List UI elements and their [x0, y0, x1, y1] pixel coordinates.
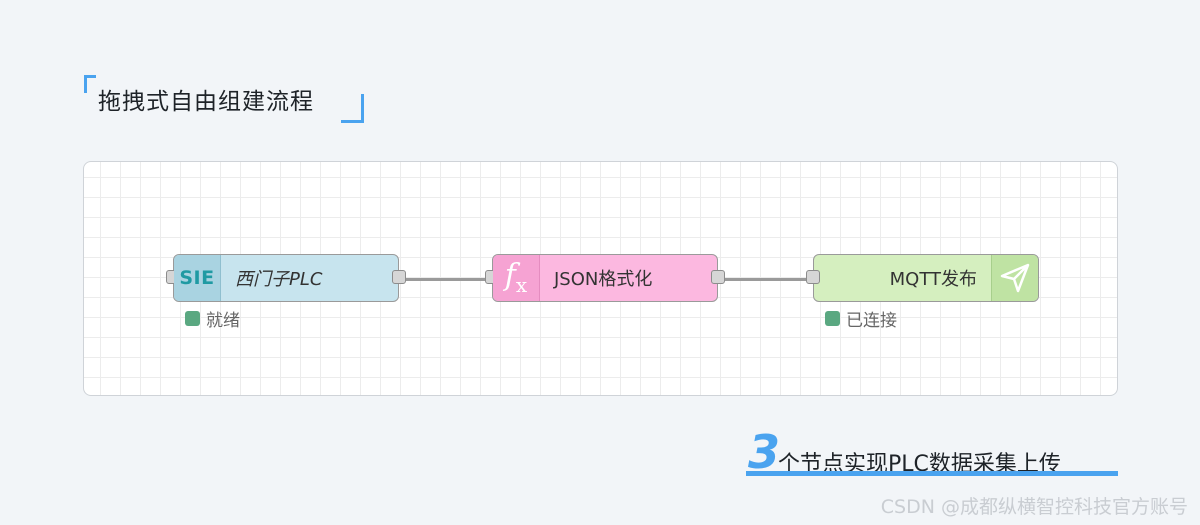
node-json-format[interactable]: fx JSON格式化: [485, 254, 725, 302]
status-dot-icon: [185, 311, 200, 326]
input-port[interactable]: [806, 270, 820, 284]
flow-canvas[interactable]: SIE 西门子PLC 就绪 fx JSON格式化 MQTT发布: [83, 161, 1118, 396]
node-status-mqtt: 已连接: [825, 306, 897, 331]
status-text: 已连接: [846, 311, 897, 331]
siemens-logo-icon: SIE: [179, 267, 215, 289]
status-dot-icon: [825, 311, 840, 326]
node-label: MQTT发布: [889, 269, 977, 290]
wire-function-mqtt[interactable]: [720, 278, 820, 281]
title-text: 拖拽式自由组建流程: [98, 89, 314, 115]
bracket-top-left: [84, 75, 96, 93]
node-label: 西门子PLC: [235, 269, 323, 290]
output-port[interactable]: [711, 270, 725, 284]
output-port[interactable]: [392, 270, 406, 284]
bracket-bottom-right: [341, 94, 364, 123]
node-siemens-plc[interactable]: SIE 西门子PLC: [166, 254, 406, 302]
node-icon: [991, 255, 1038, 301]
send-icon: [1000, 263, 1030, 293]
watermark: CSDN @成都纵横智控科技官方账号: [880, 496, 1188, 518]
wire-siemens-function[interactable]: [401, 278, 499, 281]
node-mqtt-publish[interactable]: MQTT发布: [806, 254, 1039, 302]
caption: 3 个节点实现PLC数据采集上传: [746, 425, 1118, 479]
node-icon: SIE: [174, 255, 221, 301]
function-icon: fx: [504, 258, 528, 297]
node-icon: fx: [493, 255, 540, 301]
node-status-siemens: 就绪: [185, 306, 240, 331]
caption-number: 3: [748, 425, 781, 479]
node-label: JSON格式化: [554, 269, 653, 290]
status-text: 就绪: [206, 311, 240, 331]
caption-underline: [746, 471, 1118, 476]
section-title: 拖拽式自由组建流程: [84, 75, 364, 123]
